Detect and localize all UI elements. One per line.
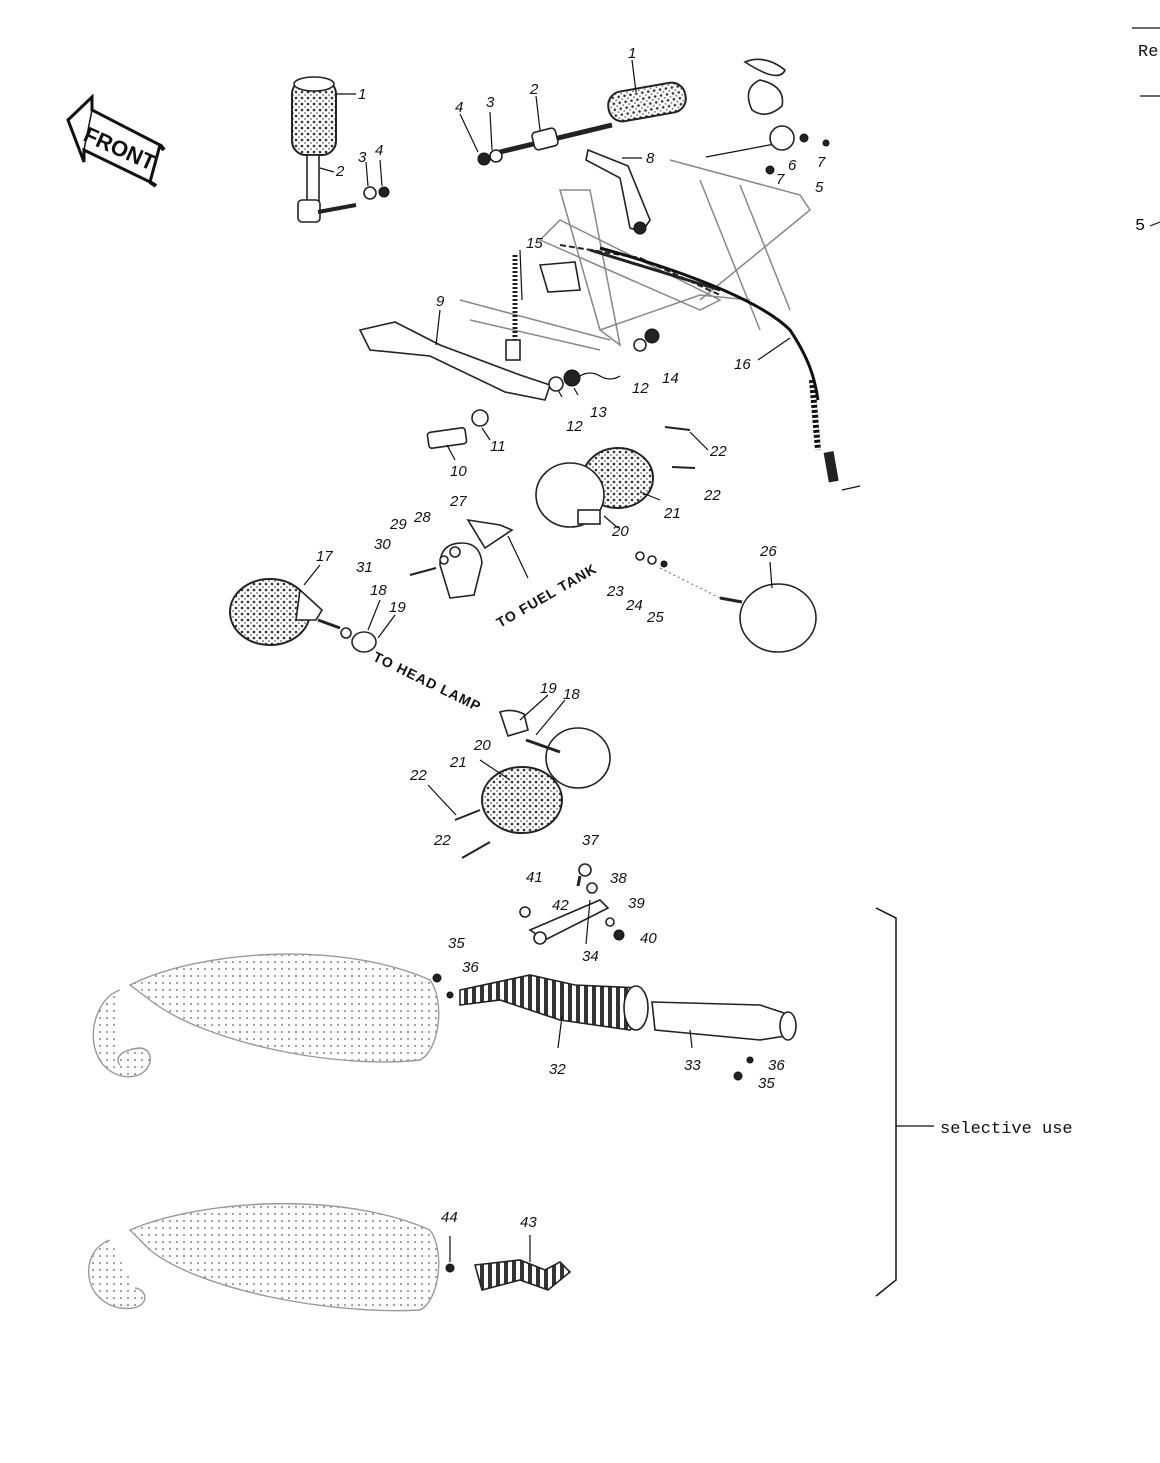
part-label-4: 4 [375, 142, 383, 159]
part-label-24: 24 [625, 597, 643, 614]
part-number-labels: 1 2 3 4 1 2 3 4 5 6 7 7 8 9 10 11 12 12 … [316, 45, 826, 1231]
part-label-18: 18 [563, 686, 580, 703]
part-label-30: 30 [374, 536, 391, 553]
part-label-22: 22 [709, 443, 727, 460]
part-label-21: 21 [449, 754, 467, 771]
part-label-12: 12 [632, 380, 649, 397]
part-label-2: 2 [335, 163, 345, 180]
part-label-43: 43 [520, 1214, 537, 1231]
leader-lines [303, 59, 791, 1262]
right-footrest-assembly [477, 81, 687, 166]
part-label-39: 39 [628, 895, 645, 912]
part-label-3: 3 [358, 149, 367, 166]
part-label-29: 29 [389, 516, 407, 533]
part-label-32: 32 [549, 1061, 566, 1078]
rear-turn-signal-right [635, 551, 817, 653]
frame-outline [459, 159, 812, 351]
brake-pedal-arm [358, 255, 660, 449]
callout-selective-use: selective use [940, 1120, 1073, 1139]
part-label-22: 22 [409, 767, 427, 784]
part-label-1: 1 [628, 45, 636, 62]
callout-to-head-lamp: TO HEAD LAMP [371, 648, 484, 714]
part-label-16: 16 [734, 356, 751, 373]
part-label-2: 2 [529, 81, 539, 98]
muffler-upper [92, 863, 797, 1081]
part-label-26: 26 [759, 543, 777, 560]
margin-text-top: Re [1138, 43, 1158, 62]
selective-use-bracket [875, 907, 934, 1297]
part-label-15: 15 [526, 235, 543, 252]
part-label-27: 27 [449, 493, 467, 510]
part-label-12: 12 [566, 418, 583, 435]
part-label-25: 25 [646, 609, 664, 626]
part-label-22: 22 [433, 832, 451, 849]
part-label-36: 36 [768, 1057, 785, 1074]
part-label-19: 19 [389, 599, 406, 616]
front-turn-signal-left [229, 578, 377, 653]
part-label-5: 5 [815, 179, 824, 196]
front-turn-signal-lower [454, 709, 611, 859]
part-label-33: 33 [684, 1057, 701, 1074]
part-label-40: 40 [640, 930, 657, 947]
part-label-14: 14 [662, 370, 679, 387]
part-label-4: 4 [455, 99, 463, 116]
part-label-36: 36 [462, 959, 479, 976]
left-footrest-assembly [291, 76, 390, 223]
part-label-44: 44 [441, 1209, 458, 1226]
part-label-3: 3 [486, 94, 495, 111]
part-label-22: 22 [703, 487, 721, 504]
part-label-37: 37 [582, 832, 599, 849]
margin-marks: Re 5 [1132, 27, 1160, 236]
rear-turn-signal-top [535, 426, 696, 528]
part-label-41: 41 [526, 869, 543, 886]
part-label-21: 21 [663, 505, 681, 522]
part-label-1: 1 [358, 86, 366, 103]
part-label-17: 17 [316, 548, 333, 565]
part-label-34: 34 [582, 948, 599, 965]
part-label-13: 13 [590, 404, 607, 421]
part-label-28: 28 [413, 509, 431, 526]
part-label-8: 8 [646, 150, 655, 167]
part-label-35: 35 [758, 1075, 775, 1092]
part-label-20: 20 [473, 737, 491, 754]
margin-text-5: 5 [1135, 217, 1145, 236]
rear-brake-pedal [585, 58, 830, 235]
part-label-23: 23 [606, 583, 624, 600]
signal-mount-bracket [409, 518, 529, 599]
part-label-38: 38 [610, 870, 627, 887]
part-label-35: 35 [448, 935, 465, 952]
part-label-42: 42 [552, 897, 569, 914]
part-label-31: 31 [356, 559, 373, 576]
part-label-9: 9 [436, 293, 445, 310]
part-label-7: 7 [817, 154, 826, 171]
part-label-10: 10 [450, 463, 467, 480]
part-label-19: 19 [540, 680, 557, 697]
part-label-6: 6 [788, 157, 797, 174]
muffler-lower [88, 1202, 572, 1312]
callout-to-fuel-tank: TO FUEL TANK [494, 560, 600, 630]
part-label-11: 11 [490, 438, 506, 455]
part-label-7: 7 [776, 171, 785, 188]
front-arrow-sign: FRONT [66, 93, 166, 188]
part-label-18: 18 [370, 582, 387, 599]
brake-cable [599, 246, 861, 491]
part-label-20: 20 [611, 523, 629, 540]
